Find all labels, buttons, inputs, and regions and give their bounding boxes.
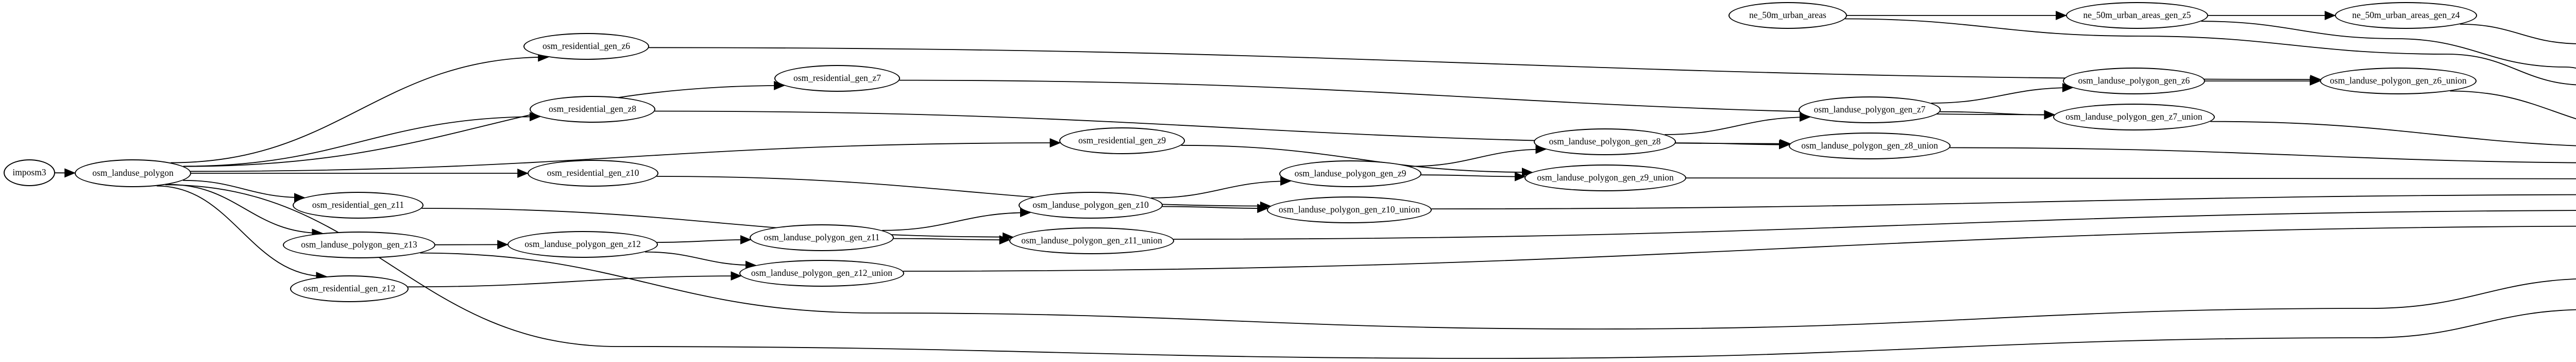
- node-gen-z12u: osm_landuse_polygon_gen_z12_union: [739, 260, 904, 287]
- node-ne-z5: ne_50m_urban_areas_gen_z5: [2066, 2, 2208, 29]
- node-res-z7: osm_residential_gen_z7: [774, 65, 900, 92]
- edge-gen_z9-to-gen_z8: [1409, 144, 1547, 167]
- edge-gen_z13-to-row_z13: [420, 252, 2576, 330]
- edge-gen_z12-to-gen_z11: [657, 235, 752, 244]
- edge-gen_z10-to-gen_z9: [1151, 176, 1292, 199]
- edge-osm_landuse_polygon-to-res_z9: [190, 138, 1061, 172]
- node-osm-landuse-polygon: osm_landuse_polygon: [75, 159, 191, 187]
- node-gen-z8u: osm_landuse_polygon_gen_z8_union: [1789, 133, 1951, 159]
- edge-gen_z12-to-gen_z12u: [645, 251, 757, 270]
- node-imposm3: imposm3: [4, 159, 55, 186]
- edge-ne_z4-to-row_z4: [2460, 24, 2576, 44]
- edge-gen_z9-to-gen_z9u: [1421, 172, 1526, 182]
- node-gen-z9u: osm_landuse_polygon_gen_z9_union: [1524, 164, 1686, 191]
- edge-gen_z10-to-gen_z10u: [1162, 204, 1268, 213]
- edge-gen_z8u-to-row_z8: [1950, 147, 2576, 163]
- node-gen-z13: osm_landuse_polygon_gen_z13: [283, 232, 435, 258]
- node-res-z11: osm_residential_gen_z11: [293, 192, 423, 219]
- edge-gen_z11-to-gen_z10: [882, 208, 1031, 231]
- edge-gen_z10u-to-row_z10: [1431, 194, 2576, 209]
- edge-gen_z7-to-gen_z6: [1931, 83, 2074, 104]
- edge-osm_landuse_polygon-to-res_z7: [183, 80, 785, 167]
- edge-res_z10-to-gen_z10u: [656, 176, 1272, 211]
- node-gen-z11: osm_landuse_polygon_gen_z11: [750, 224, 894, 251]
- edge-res_z12-to-gen_z12u: [408, 271, 742, 288]
- edge-res_z11-to-gen_z11u: [421, 208, 1014, 242]
- edge-gen_z7u-to-row_z7: [2210, 121, 2576, 146]
- node-gen-z9: osm_landuse_polygon_gen_z9: [1279, 160, 1421, 187]
- edge-gen_z11u-to-row_z11: [1173, 210, 2576, 240]
- node-gen-z12: osm_landuse_polygon_gen_z12: [507, 231, 658, 258]
- edge-osm_landuse_polygon-to-res_z11: [183, 179, 306, 203]
- edge-gen_z9u-to-row_z9: [1686, 177, 2576, 179]
- node-res-z10: osm_residential_gen_z10: [528, 160, 658, 187]
- edge-gen_z12u-to-row_z12: [903, 225, 2576, 272]
- node-gen-z10: osm_landuse_polygon_gen_z10: [1019, 192, 1163, 219]
- node-gen-z6: osm_landuse_polygon_gen_z6: [2063, 68, 2205, 94]
- node-ne-raw: ne_50m_urban_areas: [1728, 2, 1847, 29]
- edge-osm_landuse_polygon-to-gen_z13: [168, 184, 323, 238]
- node-res-z6: osm_residential_gen_z6: [523, 33, 649, 60]
- edge-osm_landuse_polygon-to-res_z8: [183, 112, 541, 167]
- node-gen-z7u: osm_landuse_polygon_gen_z7_union: [2053, 104, 2215, 130]
- edge-osm_landuse_polygon-to-res_z12: [157, 185, 327, 282]
- edge-ne_z5-to-row_z5: [2201, 21, 2576, 69]
- edge-ne_raw-to-row_z6: [1845, 18, 2576, 86]
- edge-gen_z8-to-gen_z7: [1665, 112, 1811, 135]
- edge-gen_z6u-to-row_z6: [2450, 90, 2576, 120]
- node-gen-z6u: osm_landuse_polygon_gen_z6_union: [2320, 68, 2477, 94]
- edge-res_z9-to-gen_z9u: [1181, 144, 1533, 177]
- edge-osm_landuse_polygon-to-row_z14: [165, 184, 2576, 359]
- node-res-z8: osm_residential_gen_z8: [530, 96, 655, 123]
- edge-osm_landuse_polygon-to-res_z6: [171, 52, 549, 163]
- node-ne-z4: ne_50m_urban_areas_gen_z4: [2335, 2, 2477, 29]
- node-gen-z7: osm_landuse_polygon_gen_z7: [1799, 96, 1941, 123]
- node-res-z12: osm_residential_gen_z12: [290, 275, 409, 302]
- node-gen-z11u: osm_landuse_polygon_gen_z11_union: [1009, 227, 1174, 254]
- node-gen-z8: osm_landuse_polygon_gen_z8: [1534, 128, 1676, 155]
- node-gen-z10u: osm_landuse_polygon_gen_z10_union: [1267, 196, 1432, 223]
- node-res-z9: osm_residential_gen_z9: [1059, 127, 1185, 154]
- edge-res_z6-to-gen_z6u: [649, 47, 2321, 85]
- edge-gen_z11-to-gen_z11u: [893, 235, 1011, 245]
